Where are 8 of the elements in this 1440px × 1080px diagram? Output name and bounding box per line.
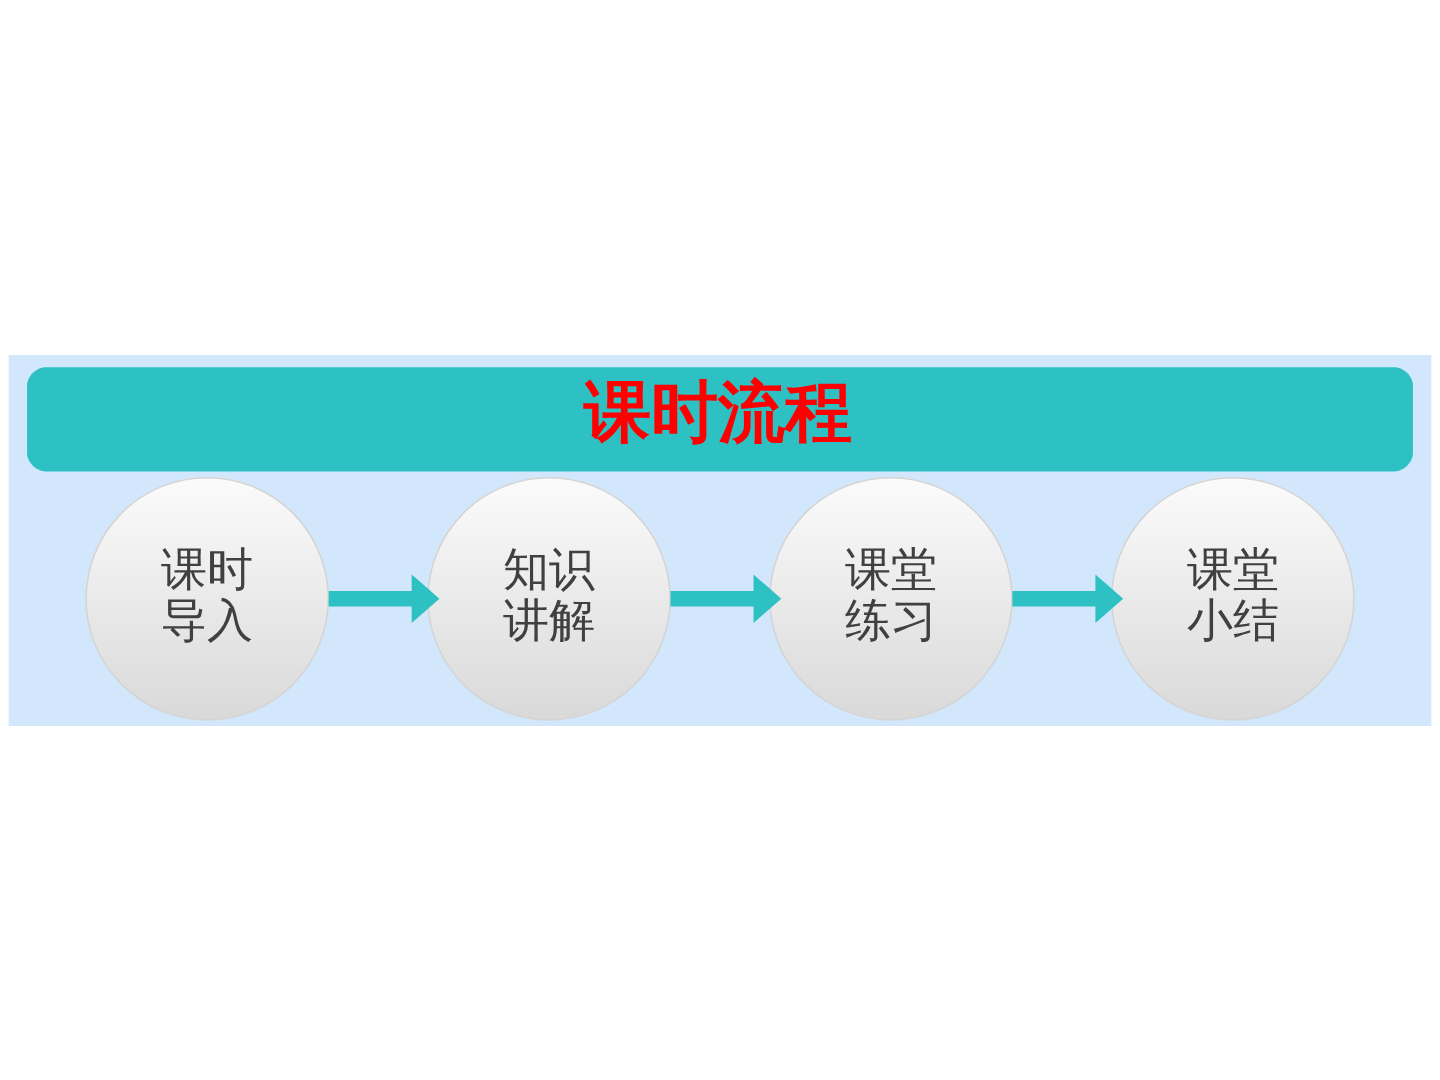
arrow: [670, 574, 782, 623]
arrow: [1012, 574, 1124, 623]
node-circle: 课堂小结: [1110, 476, 1355, 721]
node-circle: 课堂练习: [769, 476, 1013, 721]
arrow: [328, 574, 440, 623]
node-circle: 知识讲解: [427, 476, 671, 721]
node-circle: 课时导入: [85, 476, 330, 721]
diagram-title: 课时流程: [583, 371, 852, 451]
